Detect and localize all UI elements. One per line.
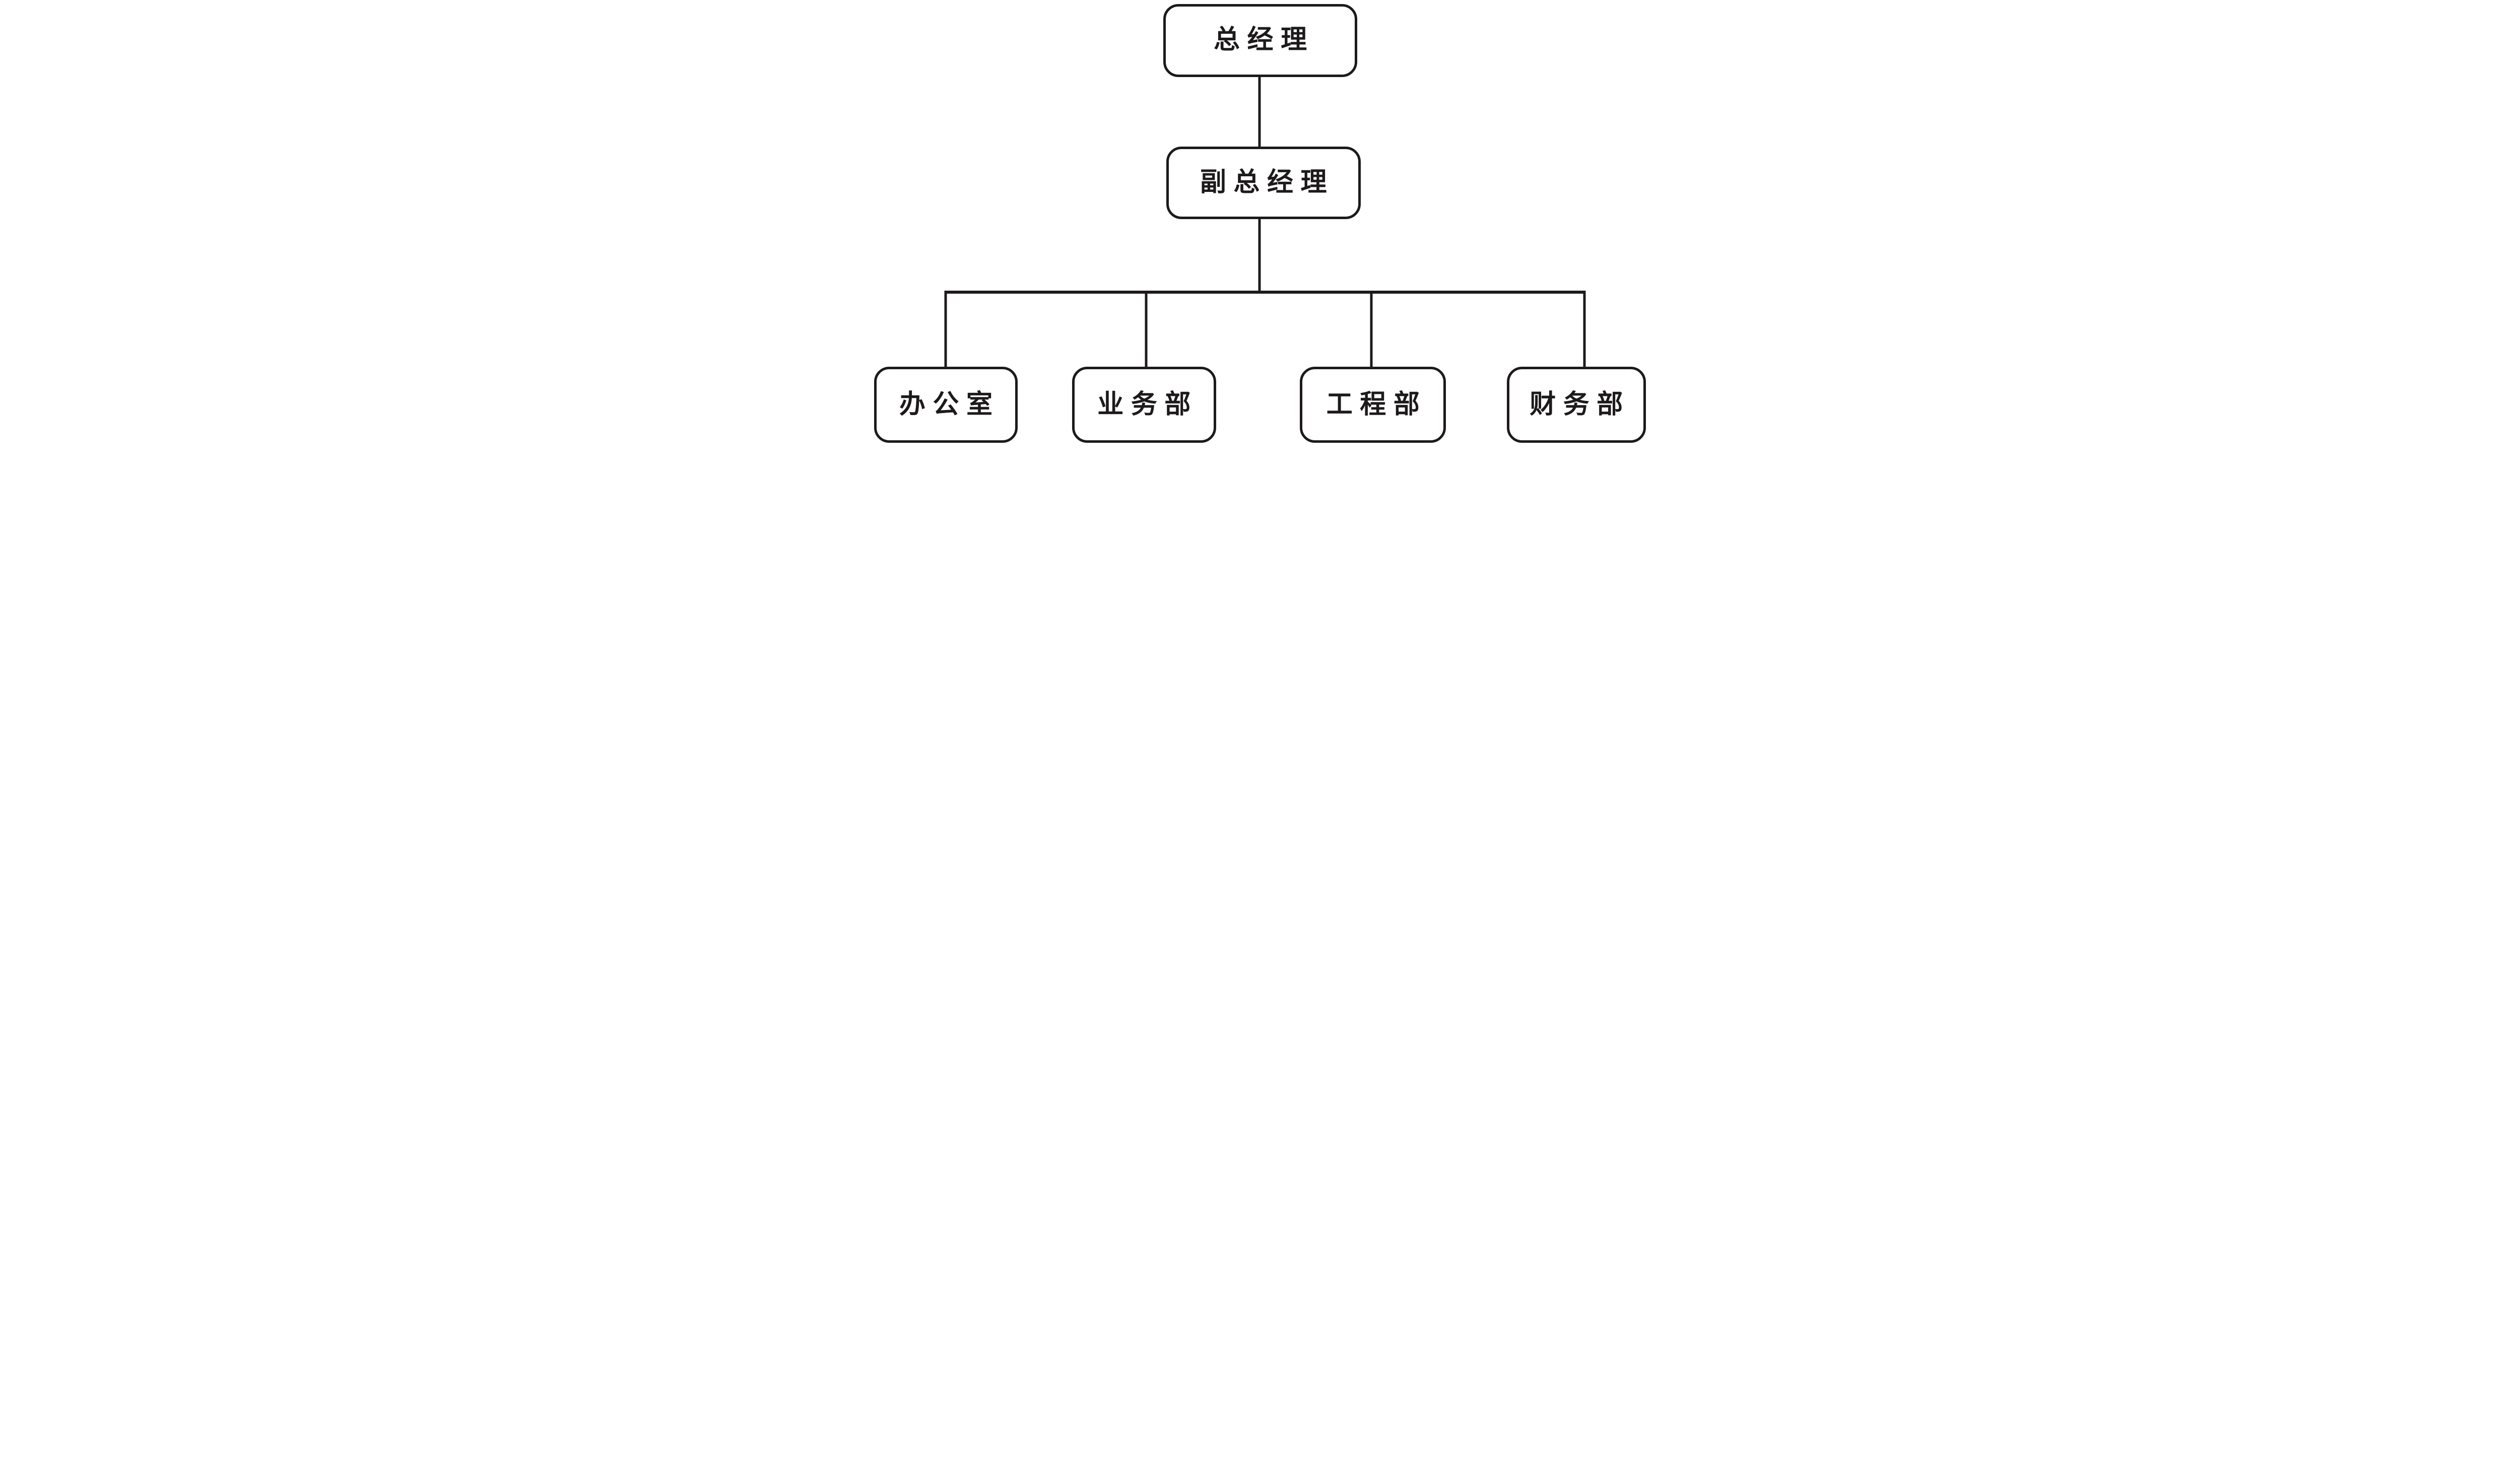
node-general-manager-label: 总经理 xyxy=(1213,26,1314,55)
node-engineering-department-label: 工程部 xyxy=(1326,390,1427,419)
node-engineering-department: 工程部 xyxy=(1300,367,1446,443)
connector-drop-office xyxy=(944,290,947,369)
connector-drop-business xyxy=(1145,290,1148,369)
node-business-department: 业务部 xyxy=(1072,367,1216,443)
node-office-department-label: 办公室 xyxy=(899,390,1000,419)
connector-horizontal-bus xyxy=(945,290,1584,294)
node-business-department-label: 业务部 xyxy=(1097,390,1198,419)
node-finance-department: 财务部 xyxy=(1506,367,1646,443)
connector-root-to-deputy xyxy=(1258,76,1261,149)
node-deputy-general-manager-label: 副总经理 xyxy=(1200,168,1335,197)
node-general-manager: 总经理 xyxy=(1163,4,1358,77)
node-finance-department-label: 财务部 xyxy=(1530,390,1630,419)
connector-deputy-to-bus xyxy=(1258,218,1261,292)
org-chart: 总经理 副总经理 办公室 业务部 工程部 财务部 xyxy=(871,0,1648,445)
connector-drop-engineering xyxy=(1370,290,1373,369)
connector-drop-finance xyxy=(1583,290,1586,369)
node-deputy-general-manager: 副总经理 xyxy=(1166,147,1361,220)
node-office-department: 办公室 xyxy=(874,367,1018,443)
